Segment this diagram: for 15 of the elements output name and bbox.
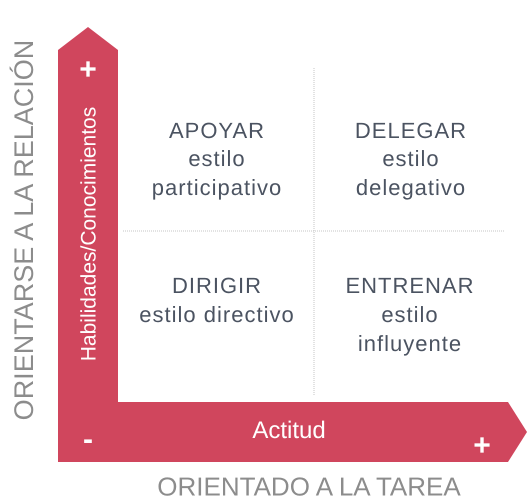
axis-title: ORIENTADO A LA TAREA: [157, 472, 461, 502]
quadrant-title: DELEGAR: [354, 117, 468, 145]
axis-label: Habilidades/Conocimientos: [78, 106, 100, 362]
quadrant-title: APOYAR: [168, 117, 266, 145]
axis-label: Actitud: [252, 419, 326, 443]
minus-sign: -: [83, 425, 93, 455]
quadrant-title: DIRIGIR: [170, 272, 264, 300]
quadrant-subtitle: estilo influyente: [356, 301, 464, 358]
quadrant-subtitle: estilo participativo: [150, 145, 284, 202]
quadrant-title: ENTRENAR: [344, 272, 476, 300]
axis-title: ORIENTARSE A LA RELACIÓN: [10, 40, 40, 420]
plus-sign: +: [473, 431, 491, 461]
quadrant-subtitle: estilo directivo: [138, 301, 296, 329]
quadrant-subtitle: estilo delegativo: [354, 145, 468, 202]
plus-sign: +: [79, 55, 97, 85]
